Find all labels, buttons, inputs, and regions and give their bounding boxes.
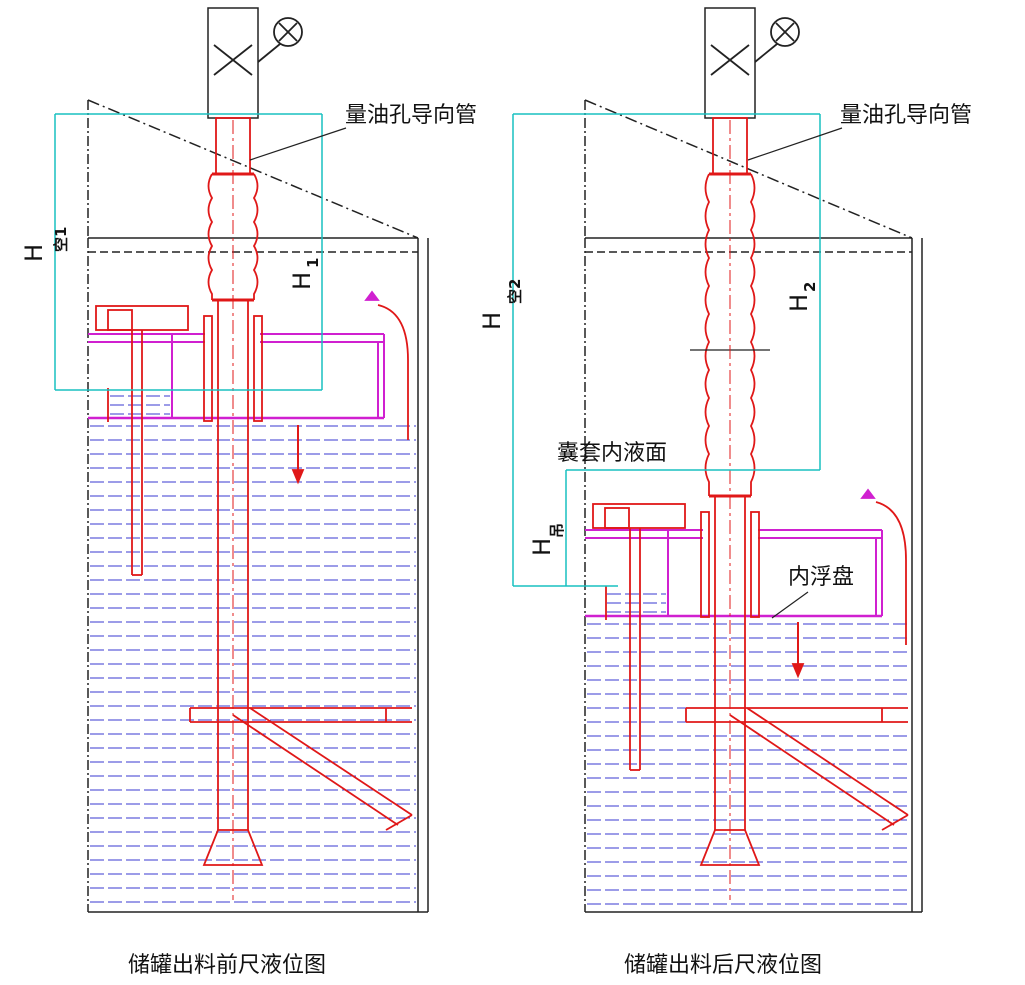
- left-dim-inner-main: H: [288, 272, 316, 290]
- left-pipe-label-leader: [249, 127, 347, 161]
- left-dim-outer-sub: 空1: [52, 227, 70, 252]
- right-dim-hang-main: H: [528, 538, 556, 556]
- left-liquid-hatching: [90, 395, 416, 903]
- right-tank-shell: [584, 99, 923, 913]
- right-tank-diagram: 量油孔导向管 囊套内液面 内浮盘 储罐出料后尺液位图 H 空2 H 2 H 吊: [478, 7, 972, 978]
- right-pipe-label-leader: [747, 127, 843, 161]
- left-dim-inner-sub: 1: [304, 258, 322, 268]
- left-dim-outer-main: H: [20, 244, 48, 262]
- right-gauge-box: [592, 503, 686, 771]
- right-bladder-label: 囊套内液面: [557, 441, 667, 466]
- left-gauge-box: [95, 305, 189, 576]
- left-pipe-label: 量油孔导向管: [345, 103, 477, 128]
- right-liquid-hatching: [587, 593, 910, 905]
- right-deck-label-leader: [771, 591, 809, 619]
- right-side-elbow: [860, 488, 907, 645]
- right-deck-label: 内浮盘: [788, 565, 854, 590]
- left-side-elbow: [364, 290, 409, 440]
- left-tank-shell: [87, 99, 429, 913]
- right-float-deck: [585, 529, 883, 618]
- right-dimension-lines: [512, 113, 821, 587]
- right-dim-outer-main: H: [478, 312, 506, 330]
- right-gauge-pipe: [685, 7, 909, 900]
- left-tank-diagram: 量油孔导向管 储罐出料前尺液位图 H 空1 H 1: [20, 7, 477, 978]
- left-gauge-pipe: [189, 7, 413, 900]
- right-dim-hang-sub: 吊: [548, 523, 566, 538]
- left-dimension-lines: [54, 113, 323, 391]
- left-caption: 储罐出料前尺液位图: [128, 953, 326, 978]
- right-dim-outer-sub: 空2: [506, 279, 524, 304]
- left-float-deck: [88, 333, 385, 420]
- right-pipe-label: 量油孔导向管: [840, 103, 972, 128]
- right-dim-inner-sub: 2: [801, 282, 819, 292]
- right-dim-inner-main: H: [785, 294, 813, 312]
- right-caption: 储罐出料后尺液位图: [624, 953, 822, 978]
